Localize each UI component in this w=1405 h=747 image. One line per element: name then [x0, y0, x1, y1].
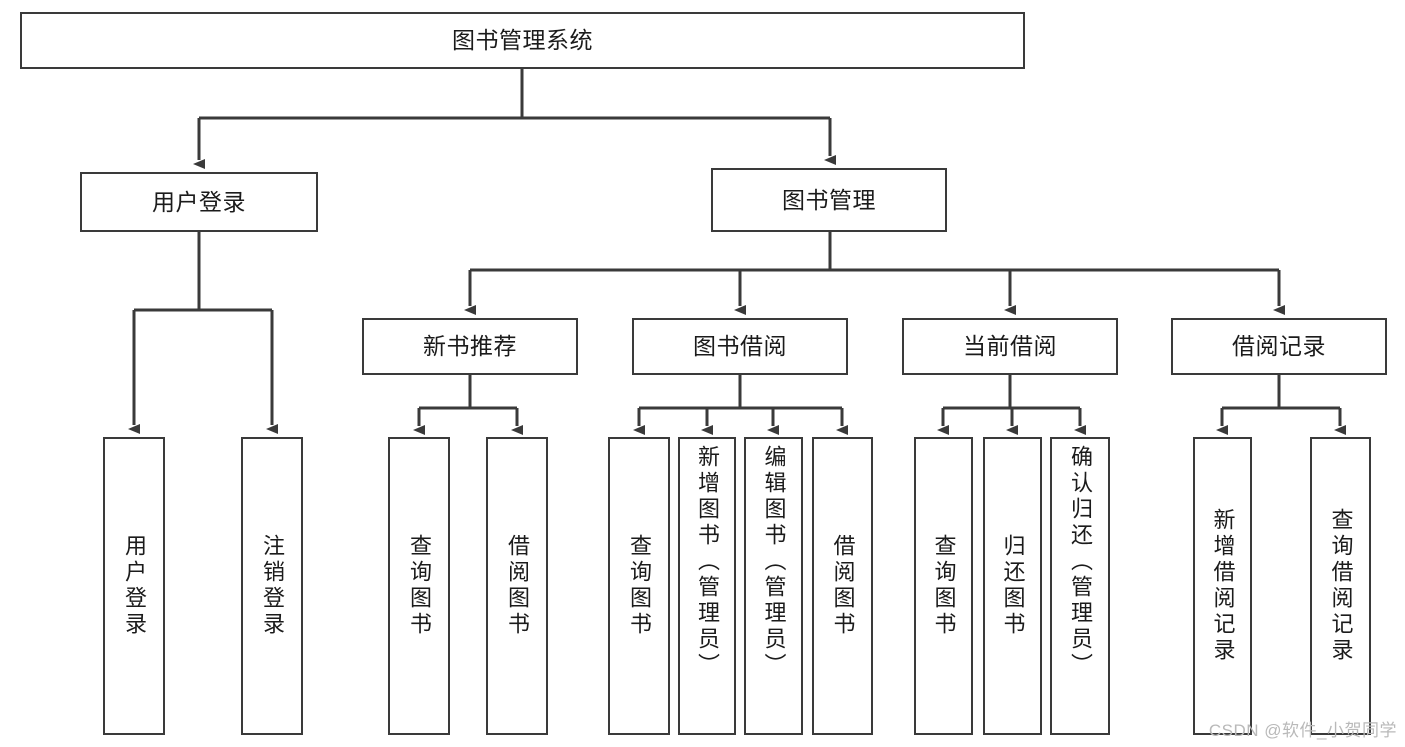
node-leaf-query-book-borrow[interactable]: 查询图书	[608, 437, 670, 735]
node-leaf-add-book-label: 新增图书（管理员）	[695, 445, 720, 679]
node-new-book-recommend[interactable]: 新书推荐	[362, 318, 578, 375]
node-leaf-return-book[interactable]: 归还图书	[983, 437, 1042, 735]
node-leaf-edit-book[interactable]: 编辑图书（管理员）	[744, 437, 803, 735]
node-leaf-query-borrow-record-label: 查询借阅记录	[1328, 508, 1354, 664]
node-leaf-query-book-recommend-label: 查询图书	[407, 534, 432, 638]
node-leaf-borrow-book-recommend-label: 借阅图书	[505, 534, 530, 638]
node-current-borrow-label: 当前借阅	[963, 333, 1057, 360]
node-leaf-add-borrow-record-label: 新增借阅记录	[1210, 508, 1236, 664]
node-borrow-record[interactable]: 借阅记录	[1171, 318, 1387, 375]
node-leaf-return-book-label: 归还图书	[1000, 534, 1026, 638]
node-leaf-confirm-return[interactable]: 确认归还（管理员）	[1050, 437, 1110, 735]
node-leaf-user-logout[interactable]: 注销登录	[241, 437, 303, 735]
node-user-login[interactable]: 用户登录	[80, 172, 318, 232]
node-new-book-recommend-label: 新书推荐	[423, 333, 517, 360]
node-leaf-add-borrow-record[interactable]: 新增借阅记录	[1193, 437, 1252, 735]
node-book-borrow-label: 图书借阅	[693, 333, 787, 360]
node-leaf-user-logout-label: 注销登录	[260, 534, 285, 638]
node-leaf-query-book-recommend[interactable]: 查询图书	[388, 437, 450, 735]
node-root[interactable]: 图书管理系统	[20, 12, 1025, 69]
node-root-label: 图书管理系统	[452, 27, 593, 54]
node-leaf-user-login[interactable]: 用户登录	[103, 437, 165, 735]
node-leaf-query-borrow-record[interactable]: 查询借阅记录	[1310, 437, 1371, 735]
node-leaf-query-book-borrow-label: 查询图书	[627, 534, 652, 638]
node-leaf-borrow-book-recommend[interactable]: 借阅图书	[486, 437, 548, 735]
node-leaf-query-book-current-label: 查询图书	[931, 534, 957, 638]
node-leaf-query-book-current[interactable]: 查询图书	[914, 437, 973, 735]
node-current-borrow[interactable]: 当前借阅	[902, 318, 1118, 375]
node-user-login-label: 用户登录	[152, 188, 246, 215]
node-leaf-confirm-return-label: 确认归还（管理员）	[1068, 445, 1093, 679]
node-leaf-user-login-label: 用户登录	[122, 534, 147, 638]
node-book-manage-label: 图书管理	[782, 186, 876, 213]
node-borrow-record-label: 借阅记录	[1232, 333, 1326, 360]
node-leaf-borrow-book-label: 借阅图书	[830, 534, 856, 638]
node-book-borrow[interactable]: 图书借阅	[632, 318, 848, 375]
node-book-manage[interactable]: 图书管理	[711, 168, 947, 232]
node-leaf-edit-book-label: 编辑图书（管理员）	[761, 445, 787, 679]
node-leaf-add-book[interactable]: 新增图书（管理员）	[678, 437, 736, 735]
node-leaf-borrow-book[interactable]: 借阅图书	[812, 437, 873, 735]
